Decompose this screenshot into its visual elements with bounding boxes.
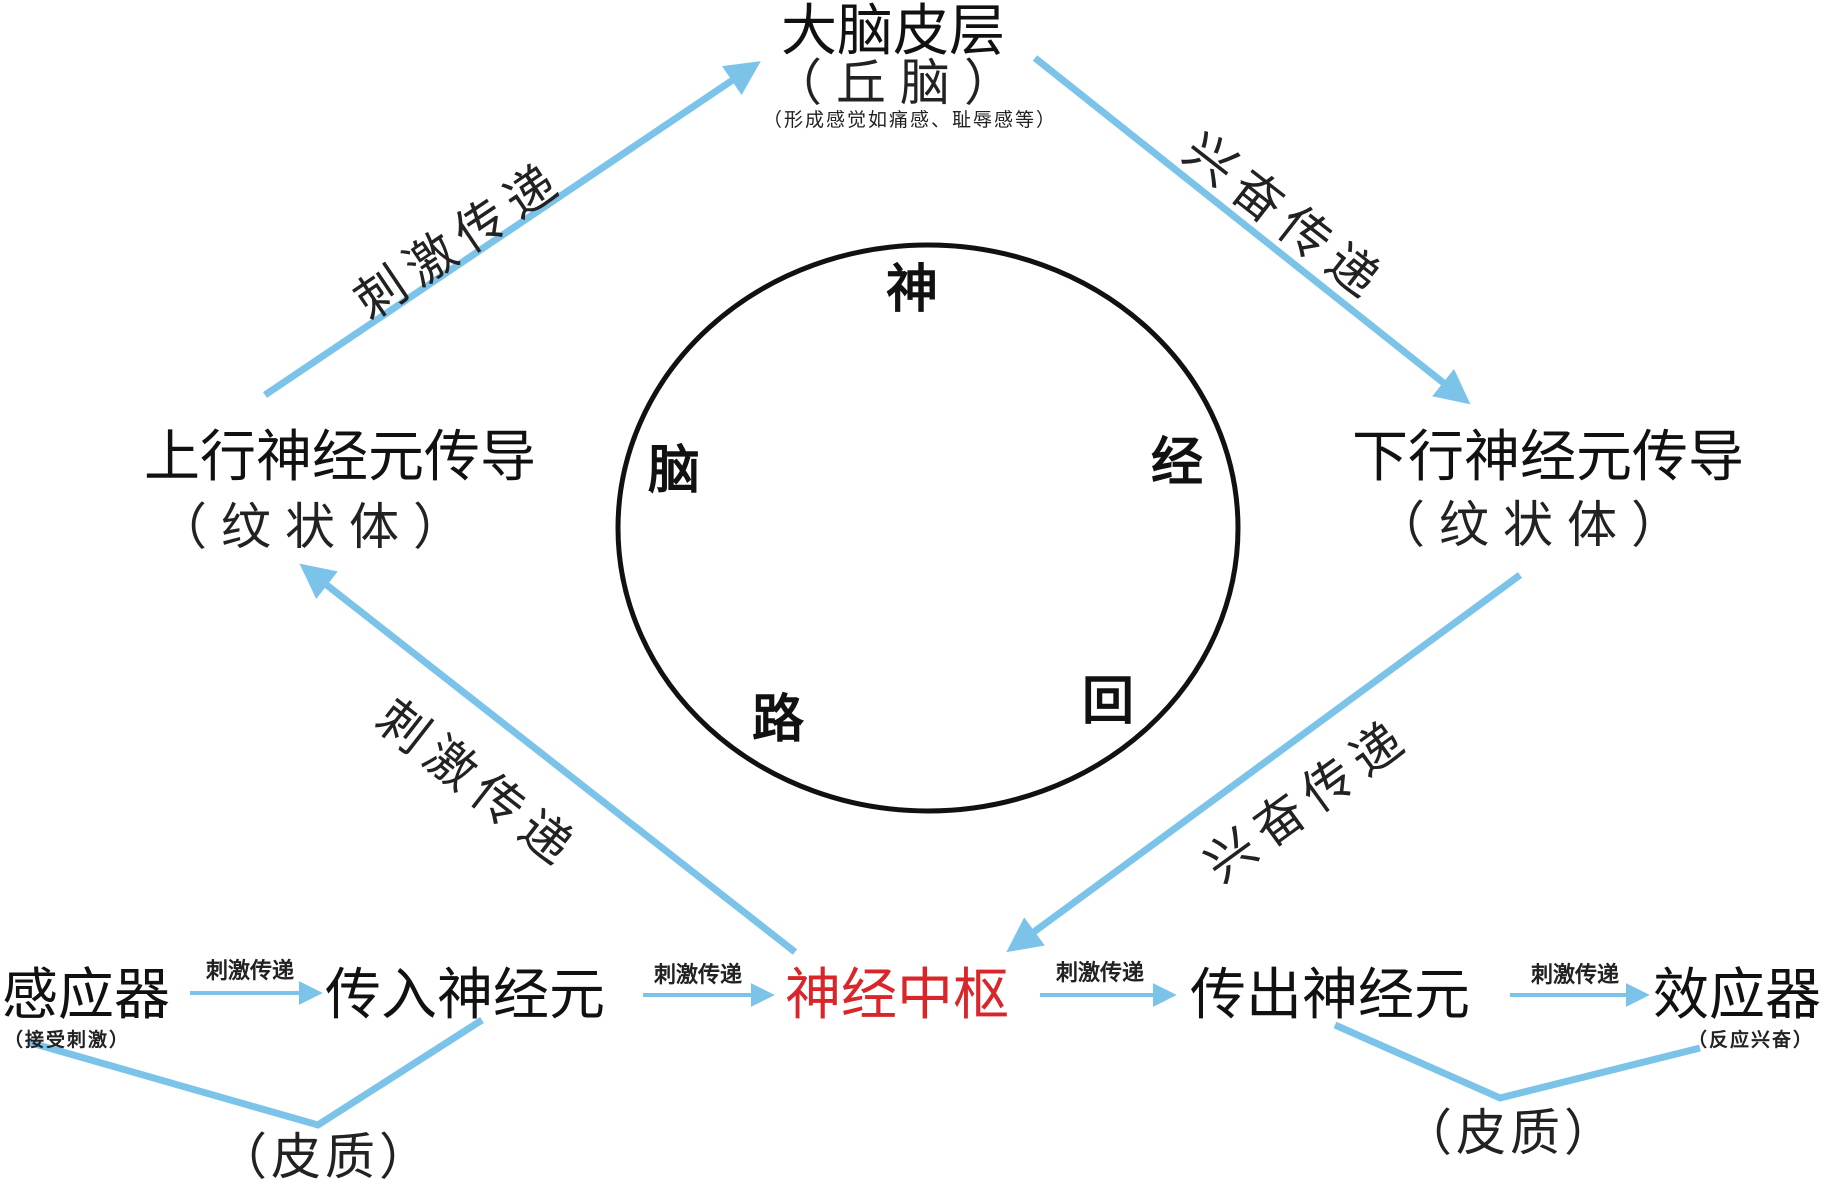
afferent-neuron-label: 传入神经元 xyxy=(325,963,605,1028)
neural-circuit-circle xyxy=(615,242,1241,814)
chain-arrow-label-2: 刺激传递 xyxy=(653,962,743,988)
chain-arrow-label-3: 刺激传递 xyxy=(1055,960,1145,986)
ascending-neuron-title: 上行神经元传导 xyxy=(144,425,536,490)
chain-arrow-label-4: 刺激传递 xyxy=(1530,962,1620,988)
arrow-center-to-left xyxy=(299,563,798,955)
cortex-label-left: （皮质） xyxy=(217,1128,433,1186)
descending-neuron-title: 下行神经元传导 xyxy=(1352,425,1744,490)
chain-arrow-label-1: 刺激传递 xyxy=(205,958,295,984)
arrow-top-to-right xyxy=(1032,55,1471,405)
arrow-left-to-top xyxy=(263,61,761,398)
ascending-striatum-label: （纹状体） xyxy=(157,498,477,556)
arrow-right-to-center xyxy=(1006,572,1523,953)
cortex-bracket-left xyxy=(27,1017,484,1129)
efferent-neuron-label: 传出神经元 xyxy=(1190,963,1470,1028)
nerve-center-label: 神经中枢 xyxy=(785,963,1009,1028)
circle-char-shen: 神 xyxy=(885,259,939,320)
circle-char-hui: 回 xyxy=(1081,671,1135,732)
effector-label: 效应器 xyxy=(1653,963,1821,1028)
cerebral-cortex-title: 大脑皮层 xyxy=(781,0,1005,64)
receptor-label: 感应器 xyxy=(2,963,170,1028)
circle-char-nao: 脑 xyxy=(647,440,701,501)
receptor-note: （接受刺激） xyxy=(4,1029,131,1051)
cortex-label-right: （皮质） xyxy=(1402,1104,1618,1162)
cortex-note: （形成感觉如痛感、耻辱感等） xyxy=(762,109,1058,131)
cortex-bracket-right xyxy=(1333,1021,1701,1102)
thalamus-label: （丘脑） xyxy=(772,54,1028,112)
descending-striatum-label: （纹状体） xyxy=(1375,496,1695,554)
circle-char-jing: 经 xyxy=(1150,432,1204,493)
effector-note: （反应兴奋） xyxy=(1688,1029,1815,1051)
circle-char-lu: 路 xyxy=(751,689,805,750)
